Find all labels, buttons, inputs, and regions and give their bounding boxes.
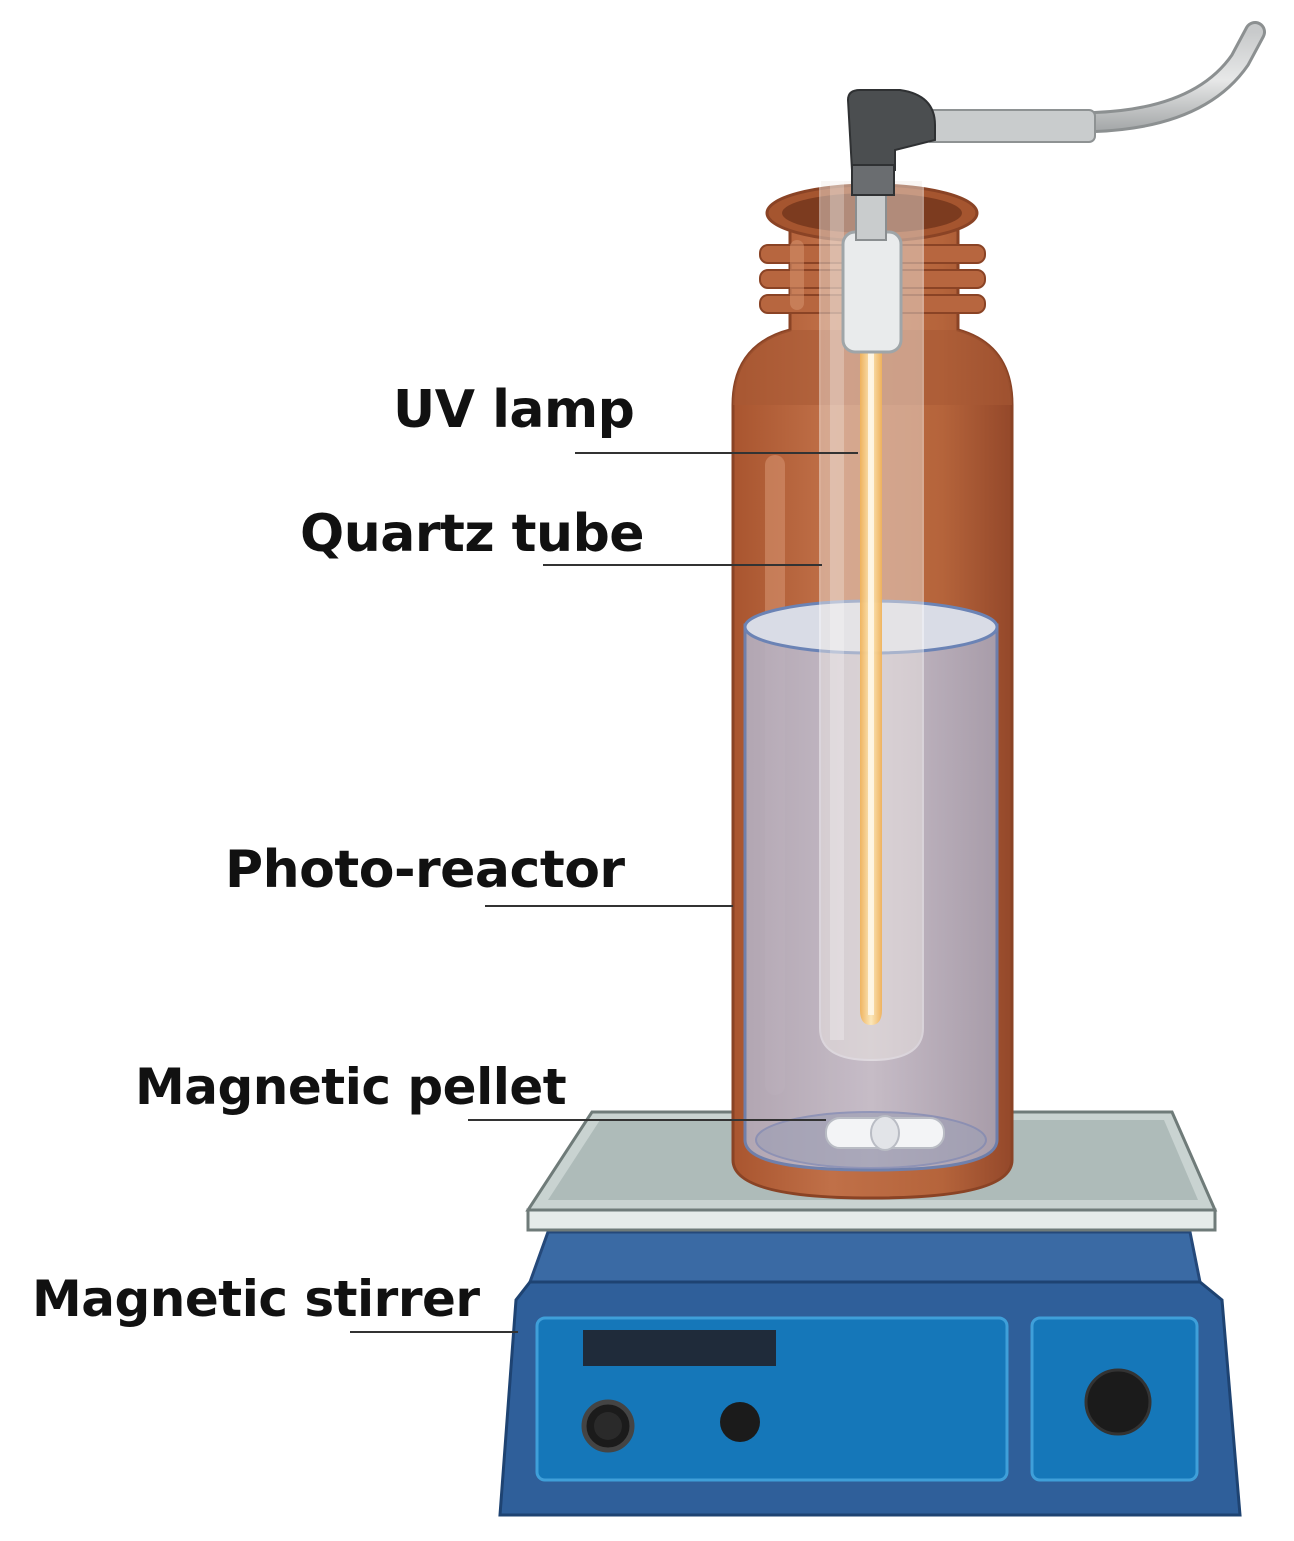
leader-lines [350, 452, 858, 1333]
quartz-tube-label: Quartz tube [300, 504, 645, 564]
photo-reactor-label: Photo-reactor [225, 840, 625, 900]
magnetic-stirrer-label: Magnetic stirrer [32, 1270, 480, 1328]
cable-icon [846, 21, 1266, 196]
magnetic-pellet-icon [825, 1115, 945, 1151]
magnetic-pellet-label: Magnetic pellet [135, 1058, 567, 1116]
stirrer-speed-knob[interactable] [1084, 1368, 1152, 1436]
stirrer-temp-knob[interactable] [720, 1402, 760, 1442]
uv-lamp-icon [841, 194, 903, 1025]
magnetic-stirrer-icon [498, 1230, 1242, 1517]
uv-lamp-label: UV lamp [393, 380, 635, 440]
stirrer-display [583, 1330, 776, 1366]
